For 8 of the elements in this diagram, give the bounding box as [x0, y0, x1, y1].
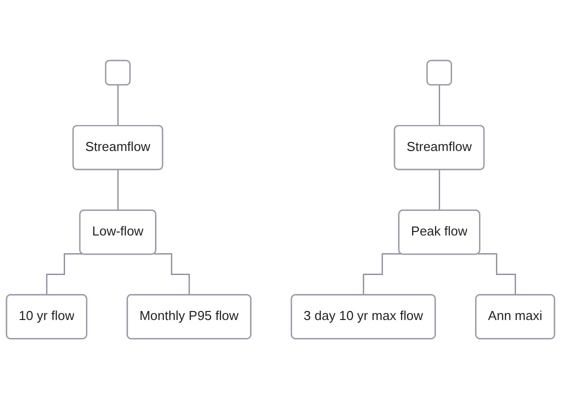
connector [362, 254, 402, 296]
connector [438, 85, 440, 127]
connector [154, 254, 190, 296]
connector [117, 85, 119, 127]
connector [478, 254, 516, 296]
connector [438, 170, 440, 212]
connector [117, 170, 119, 212]
connector [46, 254, 82, 296]
